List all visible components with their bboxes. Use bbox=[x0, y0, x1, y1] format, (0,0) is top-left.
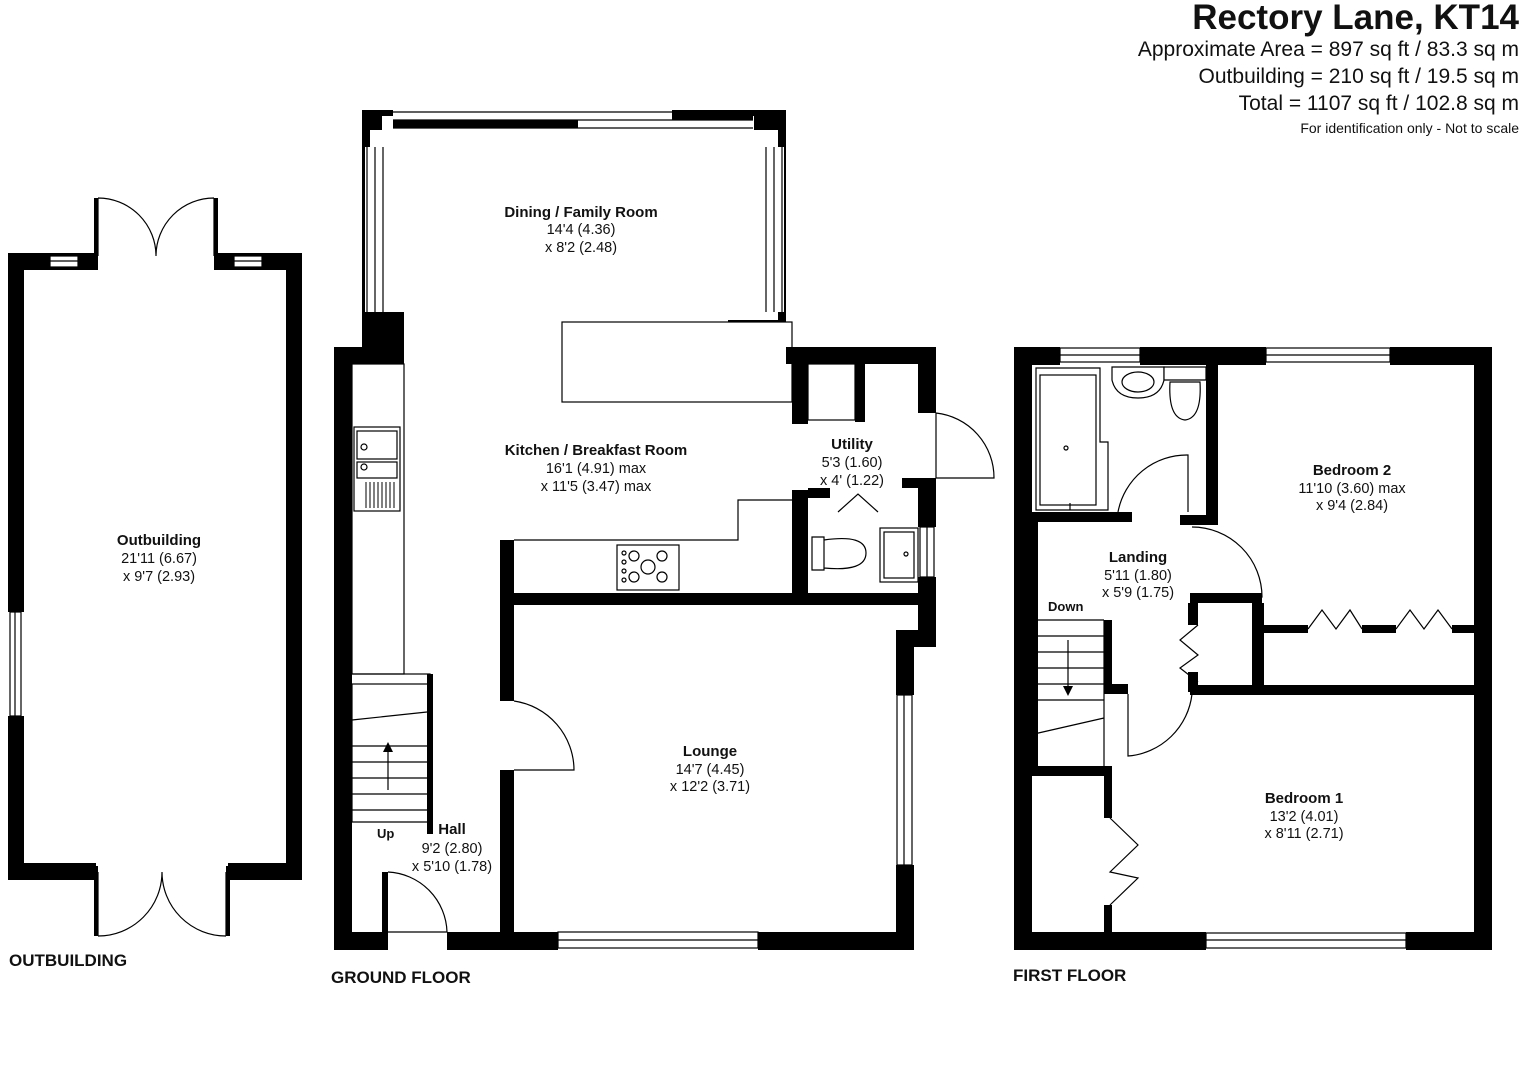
bedroom1-wardrobe-doors bbox=[1108, 817, 1140, 906]
bathroom-door bbox=[1117, 454, 1189, 513]
utility-external-door bbox=[935, 412, 995, 479]
hob bbox=[616, 544, 680, 591]
outbuilding-room-dim2: x 9'7 (2.93) bbox=[123, 569, 195, 585]
utility-room-dim1: 5'3 (1.60) bbox=[822, 455, 883, 471]
stairs-up-label: Up bbox=[377, 826, 394, 841]
lounge-room-name: Lounge bbox=[683, 743, 737, 760]
landing-room-dim1: 5'11 (1.80) bbox=[1104, 568, 1172, 584]
first-floor-plan: Down Landing 5'11 (1.80) x 5'9 (1.75) Be… bbox=[1014, 345, 1492, 952]
kitchen-sink bbox=[353, 426, 401, 512]
outbuilding-french-door-bottom bbox=[97, 871, 227, 937]
outbuilding-wall-left bbox=[8, 253, 24, 880]
kitchen-room-dim1: 16'1 (4.91) max bbox=[546, 461, 647, 477]
outbuilding-floor-label: OUTBUILDING bbox=[9, 951, 127, 970]
bathroom-wc bbox=[1163, 366, 1207, 421]
outbuilding-room-name: Outbuilding bbox=[117, 532, 201, 549]
kitchen-room-dim2: x 11'5 (3.47) max bbox=[541, 479, 652, 495]
bedroom1-door bbox=[1127, 693, 1193, 757]
lounge-room-dim2: x 12'2 (3.71) bbox=[670, 779, 750, 795]
hall-room-dim1: 9'2 (2.80) bbox=[422, 841, 483, 857]
utility-room-dim2: x 4' (1.22) bbox=[820, 473, 884, 489]
landing-room-name: Landing bbox=[1109, 549, 1167, 566]
utility-basin bbox=[879, 527, 919, 583]
bedroom2-wardrobe-doors bbox=[1307, 608, 1453, 631]
utility-room-name: Utility bbox=[831, 436, 873, 453]
landing-room-dim2: x 5'9 (1.75) bbox=[1102, 585, 1174, 601]
bedroom2-room-dim2: x 9'4 (2.84) bbox=[1316, 498, 1388, 514]
lounge-room-dim1: 14'7 (4.45) bbox=[676, 762, 745, 778]
front-door bbox=[387, 871, 448, 933]
dining-room-dim1: 14'4 (4.36) bbox=[547, 222, 616, 238]
bedroom1-room-name: Bedroom 1 bbox=[1265, 790, 1343, 807]
ground-floor-plan: Up Dining / Family Room 14'4 (4.36) x 8'… bbox=[334, 109, 995, 952]
kitchen-island bbox=[561, 321, 793, 403]
bedroom2-door bbox=[1191, 526, 1263, 598]
utility-wc bbox=[811, 536, 867, 571]
dining-room-name: Dining / Family Room bbox=[504, 204, 657, 221]
bathroom-basin bbox=[1111, 366, 1165, 399]
lounge-door bbox=[513, 700, 575, 771]
property-title: Rectory Lane, KT14 bbox=[1192, 0, 1519, 37]
outbuilding-wall-right bbox=[286, 253, 302, 880]
scale-note: For identification only - Not to scale bbox=[1300, 120, 1519, 136]
dining-room-dim2: x 8'2 (2.48) bbox=[545, 240, 617, 256]
stairs-down-label: Down bbox=[1048, 599, 1083, 614]
bedroom1-room-dim2: x 8'11 (2.71) bbox=[1264, 826, 1343, 842]
outbuilding-area: Outbuilding = 210 sq ft / 19.5 sq m bbox=[1198, 65, 1519, 88]
bedroom2-room-name: Bedroom 2 bbox=[1313, 462, 1391, 479]
kitchen-room-name: Kitchen / Breakfast Room bbox=[505, 442, 688, 459]
outbuilding-room-dim1: 21'11 (6.67) bbox=[121, 551, 197, 567]
outbuilding-french-door-top bbox=[97, 197, 215, 257]
bedroom1-room-dim1: 13'2 (4.01) bbox=[1270, 809, 1339, 825]
first-floor-stairs bbox=[1033, 619, 1105, 766]
bedroom2-room-dim1: 11'10 (3.60) max bbox=[1298, 481, 1406, 497]
first-floor-label: FIRST FLOOR bbox=[1013, 966, 1126, 985]
hall-room-dim2: x 5'10 (1.78) bbox=[412, 859, 492, 875]
outbuilding-plan: Outbuilding 21'11 (6.67) x 9'7 (2.93) bbox=[7, 197, 302, 937]
ground-floor-stairs bbox=[351, 684, 428, 823]
bath bbox=[1035, 367, 1109, 511]
ground-floor-label: GROUND FLOOR bbox=[331, 968, 471, 987]
utility-bifold-door bbox=[837, 493, 879, 513]
hall-room-name: Hall bbox=[438, 821, 466, 838]
approximate-area: Approximate Area = 897 sq ft / 83.3 sq m bbox=[1137, 38, 1519, 61]
header: Rectory Lane, KT14 Approximate Area = 89… bbox=[1138, 0, 1519, 139]
total-area: Total = 1107 sq ft / 102.8 sq m bbox=[1238, 92, 1519, 115]
landing-cupboard-doors bbox=[1178, 624, 1199, 683]
